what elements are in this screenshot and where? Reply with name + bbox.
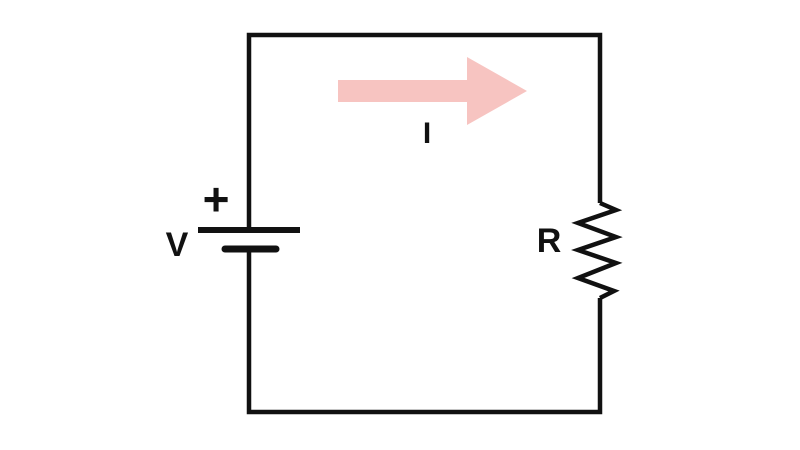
circuit-wire-loop bbox=[246, 32, 603, 415]
voltage-label: V bbox=[166, 226, 189, 264]
resistance-label: R bbox=[537, 222, 562, 260]
resistor-zigzag bbox=[571, 200, 623, 301]
current-arrow bbox=[338, 57, 527, 125]
battery-positive-sign: + bbox=[203, 173, 230, 225]
current-label: I bbox=[423, 117, 431, 150]
